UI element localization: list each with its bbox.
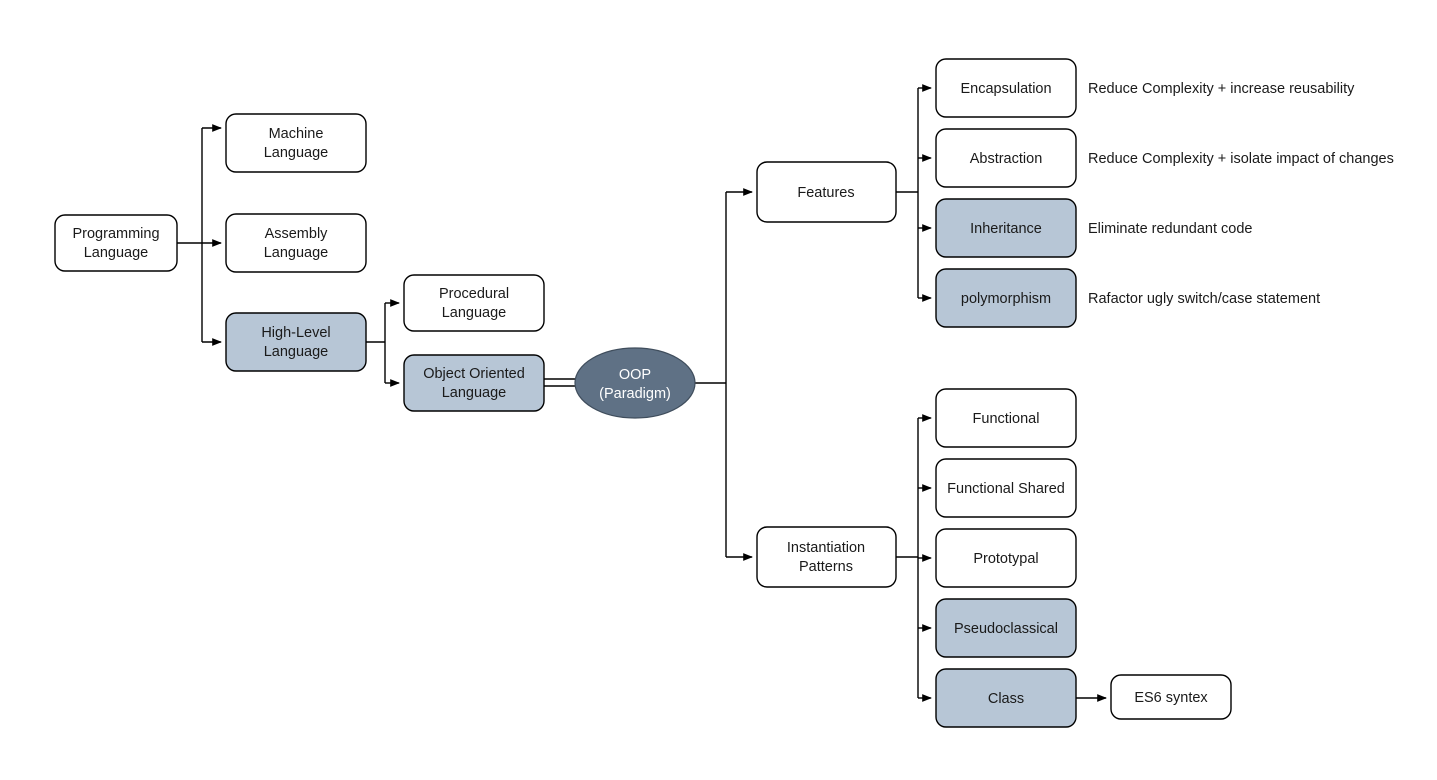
node-procedural-language[interactable]: Procedural Language bbox=[403, 274, 545, 332]
node-object-oriented-language[interactable]: Object Oriented Language bbox=[403, 354, 545, 412]
connector-group-oo-to-oop bbox=[544, 378, 577, 387]
connector-group-features bbox=[896, 84, 932, 302]
node-machine-language-label-line2: Language bbox=[264, 145, 329, 161]
node-pseudoclassical[interactable]: Pseudoclassical bbox=[935, 598, 1077, 658]
node-es6-syntex-box[interactable] bbox=[1110, 674, 1232, 720]
node-features[interactable]: Features bbox=[756, 161, 897, 223]
node-abstraction[interactable]: Abstraction bbox=[935, 128, 1077, 188]
node-high-level-language-label-line1: High-Level bbox=[261, 325, 330, 341]
node-pseudoclassical-label: Pseudoclassical bbox=[954, 621, 1058, 637]
node-high-level-language-box[interactable] bbox=[225, 312, 367, 372]
node-abstraction-label: Abstraction bbox=[970, 151, 1043, 167]
node-oop-paradigm-ellipse[interactable] bbox=[574, 347, 696, 419]
connector-group-programming-language bbox=[177, 124, 222, 346]
node-oop-paradigm[interactable]: OOP (Paradigm) bbox=[574, 347, 696, 419]
node-instantiation-patterns-box[interactable] bbox=[756, 526, 897, 588]
node-instantiation-patterns-label-line1: Instantiation bbox=[787, 540, 865, 556]
node-assembly-language-box[interactable] bbox=[225, 213, 367, 273]
node-programming-language-box[interactable] bbox=[54, 214, 178, 272]
node-functional-box[interactable] bbox=[935, 388, 1077, 448]
node-procedural-language-box[interactable] bbox=[403, 274, 545, 332]
node-functional-label: Functional bbox=[973, 411, 1040, 427]
annotation-encapsulation: Reduce Complexity + increase reusability bbox=[1088, 81, 1355, 97]
node-polymorphism-box[interactable] bbox=[935, 268, 1077, 328]
node-object-oriented-language-label-line2: Language bbox=[442, 385, 507, 401]
node-machine-language[interactable]: Machine Language bbox=[225, 113, 367, 173]
node-object-oriented-language-label-line1: Object Oriented bbox=[423, 366, 525, 382]
node-assembly-language-label-line1: Assembly bbox=[265, 226, 329, 242]
node-high-level-language[interactable]: High-Level Language bbox=[225, 312, 367, 372]
node-functional-shared-box[interactable] bbox=[935, 458, 1077, 518]
node-prototypal-label: Prototypal bbox=[973, 551, 1038, 567]
node-prototypal-box[interactable] bbox=[935, 528, 1077, 588]
node-abstraction-box[interactable] bbox=[935, 128, 1077, 188]
node-polymorphism-label: polymorphism bbox=[961, 291, 1051, 307]
node-high-level-language-label-line2: Language bbox=[264, 344, 329, 360]
node-oop-paradigm-label-line1: OOP bbox=[619, 367, 651, 383]
node-encapsulation[interactable]: Encapsulation bbox=[935, 58, 1077, 118]
node-es6-syntex[interactable]: ES6 syntex bbox=[1110, 674, 1232, 720]
node-programming-language[interactable]: Programming Language bbox=[54, 214, 178, 272]
node-object-oriented-language-box[interactable] bbox=[403, 354, 545, 412]
node-inheritance[interactable]: Inheritance bbox=[935, 198, 1077, 258]
node-functional-shared-label: Functional Shared bbox=[947, 481, 1065, 497]
annotation-polymorphism: Rafactor ugly switch/case statement bbox=[1088, 291, 1320, 307]
node-inheritance-box[interactable] bbox=[935, 198, 1077, 258]
node-features-box[interactable] bbox=[756, 161, 897, 223]
annotation-inheritance: Eliminate redundant code bbox=[1088, 221, 1252, 237]
connector-group-oop bbox=[695, 188, 753, 561]
node-assembly-language[interactable]: Assembly Language bbox=[225, 213, 367, 273]
connector-group-instantiation bbox=[896, 414, 932, 702]
node-prototypal[interactable]: Prototypal bbox=[935, 528, 1077, 588]
annotation-abstraction: Reduce Complexity + isolate impact of ch… bbox=[1088, 151, 1394, 167]
node-class-label: Class bbox=[988, 691, 1024, 707]
node-functional-shared[interactable]: Functional Shared bbox=[935, 458, 1077, 518]
node-inheritance-label: Inheritance bbox=[970, 221, 1042, 237]
node-class[interactable]: Class bbox=[935, 668, 1077, 728]
node-polymorphism[interactable]: polymorphism bbox=[935, 268, 1077, 328]
node-machine-language-box[interactable] bbox=[225, 113, 367, 173]
node-instantiation-patterns-label-line2: Patterns bbox=[799, 559, 853, 575]
node-programming-language-label-line1: Programming bbox=[72, 226, 159, 242]
node-programming-language-label-line2: Language bbox=[84, 245, 149, 261]
node-pseudoclassical-box[interactable] bbox=[935, 598, 1077, 658]
node-assembly-language-label-line2: Language bbox=[264, 245, 329, 261]
node-class-box[interactable] bbox=[935, 668, 1077, 728]
node-machine-language-label-line1: Machine bbox=[269, 126, 324, 142]
node-procedural-language-label-line1: Procedural bbox=[439, 286, 509, 302]
node-instantiation-patterns[interactable]: Instantiation Patterns bbox=[756, 526, 897, 588]
node-encapsulation-label: Encapsulation bbox=[960, 81, 1051, 97]
node-oop-paradigm-label-line2: (Paradigm) bbox=[599, 386, 671, 402]
node-functional[interactable]: Functional bbox=[935, 388, 1077, 448]
connector-group-high-level bbox=[366, 299, 400, 387]
node-features-label: Features bbox=[797, 185, 854, 201]
node-encapsulation-box[interactable] bbox=[935, 58, 1077, 118]
node-es6-syntex-label: ES6 syntex bbox=[1134, 690, 1208, 706]
node-procedural-language-label-line2: Language bbox=[442, 305, 507, 321]
